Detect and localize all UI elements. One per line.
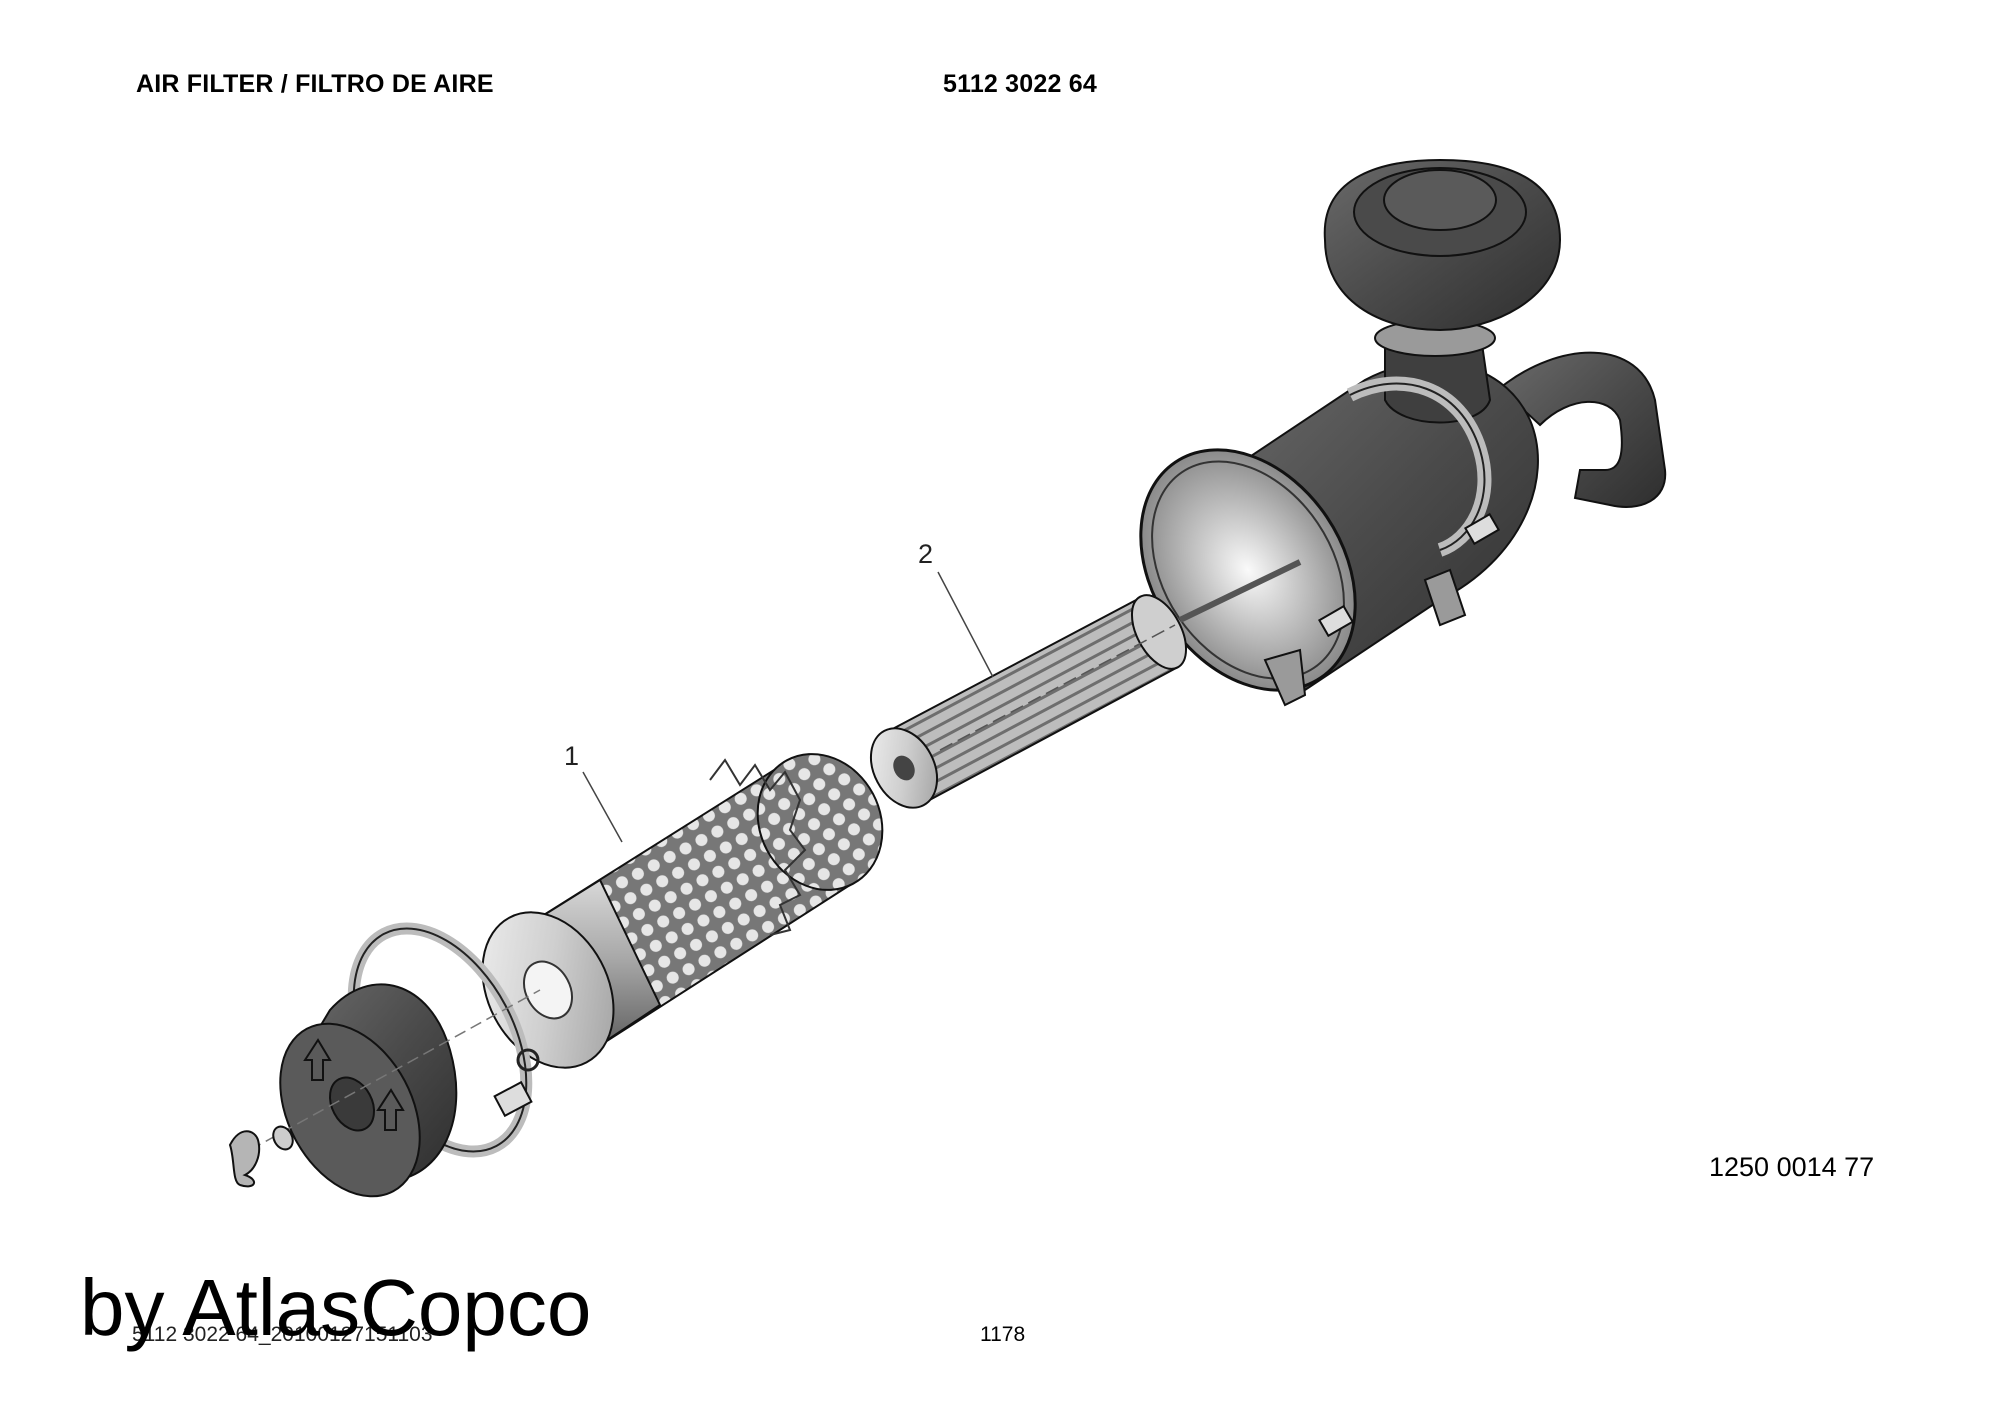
brand-watermark: by AtlasCopco [80, 1263, 592, 1352]
callout-1: 1 [564, 741, 623, 843]
axis-line [939, 624, 1176, 751]
center-rod [1178, 559, 1302, 623]
safety-filter-element [869, 594, 1188, 809]
end-cover-assembly [228, 922, 541, 1198]
svg-text:2: 2 [918, 539, 933, 569]
filter-housing [1139, 158, 1667, 707]
arrow-up-icon-2 [376, 1088, 405, 1131]
drawing-number: 1250 0014 77 [1709, 1152, 1875, 1182]
pleat-fins [709, 758, 807, 936]
callout-2: 2 [918, 539, 994, 678]
svg-text:1: 1 [564, 741, 579, 771]
outlet-elbow [1498, 351, 1667, 508]
washer [272, 1125, 294, 1151]
document-title: AIR FILTER / FILTRO DE AIRE [136, 70, 494, 98]
wing-nut [228, 1130, 261, 1188]
mounting-bracket [1263, 648, 1307, 707]
page-number: 1178 [980, 1323, 1026, 1346]
footer-file-reference: 5112 3022 64_20100127151103 [132, 1323, 433, 1346]
eye-bolt [516, 1048, 540, 1072]
part-number: 5112 3022 64 [943, 70, 1097, 98]
arrow-up-icon [303, 1038, 332, 1081]
primary-filter-element [481, 753, 884, 1069]
